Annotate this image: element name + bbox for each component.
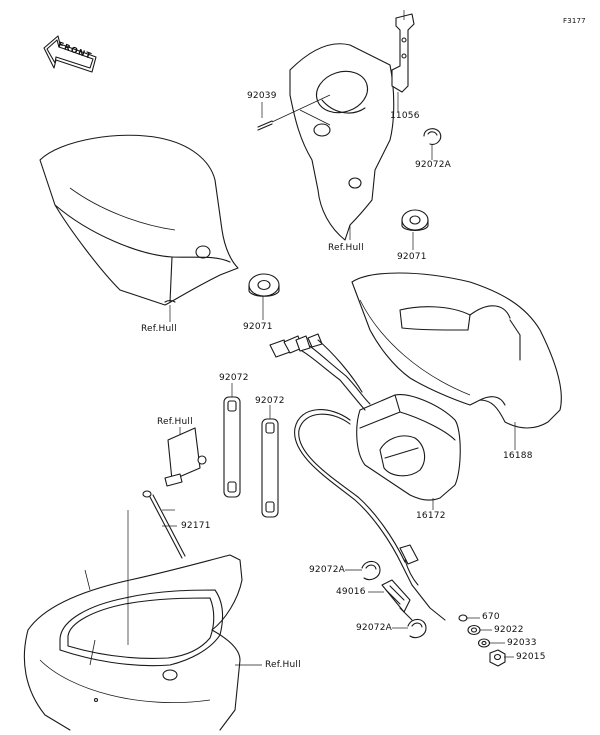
- clamp-mid: [361, 560, 381, 581]
- strap-a: [223, 396, 241, 498]
- part-label-92039[interactable]: 92039: [247, 91, 277, 101]
- part-label-49016[interactable]: 49016: [336, 587, 366, 597]
- grommet-left: [248, 273, 280, 297]
- wire-harness: [269, 333, 371, 411]
- seat-shape: [39, 134, 239, 306]
- clamp-low: [407, 618, 427, 639]
- part-label-92015[interactable]: 92015: [516, 652, 546, 662]
- part-label-92072-b[interactable]: 92072: [255, 396, 285, 406]
- upper-hull-panel: [289, 43, 395, 241]
- leader-lines: [162, 92, 516, 666]
- part-label-92033[interactable]: 92033: [507, 638, 537, 648]
- part-label-refhull-top[interactable]: Ref.Hull: [328, 243, 364, 253]
- part-label-11056[interactable]: 11056: [390, 111, 420, 121]
- part-label-92022[interactable]: 92022: [494, 625, 524, 635]
- lower-hull: [23, 554, 243, 731]
- nut-92015: [489, 649, 506, 667]
- clamp-top: [423, 128, 442, 145]
- control-box: [356, 394, 461, 501]
- part-label-92072A-mid[interactable]: 92072A: [309, 565, 345, 575]
- figure-code: F3177: [563, 17, 586, 25]
- part-label-refhull-mid[interactable]: Ref.Hull: [157, 417, 193, 427]
- part-label-92171[interactable]: 92171: [181, 521, 211, 531]
- washer-92022: [467, 624, 481, 636]
- washer-92033: [477, 638, 491, 648]
- nut-670: [458, 614, 468, 622]
- part-label-92072A-low[interactable]: 92072A: [356, 623, 392, 633]
- part-label-92071-right[interactable]: 92071: [397, 252, 427, 262]
- part-label-92072-a[interactable]: 92072: [219, 373, 249, 383]
- fitting: [381, 579, 413, 621]
- part-label-670[interactable]: 670: [482, 612, 500, 622]
- part-label-16172[interactable]: 16172: [416, 511, 446, 521]
- part-label-16188[interactable]: 16188: [503, 451, 533, 461]
- part-label-refhull-bottom[interactable]: Ref.Hull: [265, 660, 301, 670]
- throttle-cable: [294, 409, 446, 621]
- pin: [257, 94, 331, 131]
- strap-b: [261, 418, 279, 518]
- rod: [127, 490, 186, 645]
- part-label-refhull-left[interactable]: Ref.Hull: [141, 324, 177, 334]
- bracket: [391, 10, 415, 93]
- part-label-92072A-top[interactable]: 92072A: [415, 160, 451, 170]
- grommet-right: [401, 209, 429, 232]
- part-label-92071-left[interactable]: 92071: [243, 322, 273, 332]
- mid-hull-plate: [164, 427, 207, 487]
- cover-16188: [351, 272, 562, 429]
- front-arrow: [43, 35, 97, 73]
